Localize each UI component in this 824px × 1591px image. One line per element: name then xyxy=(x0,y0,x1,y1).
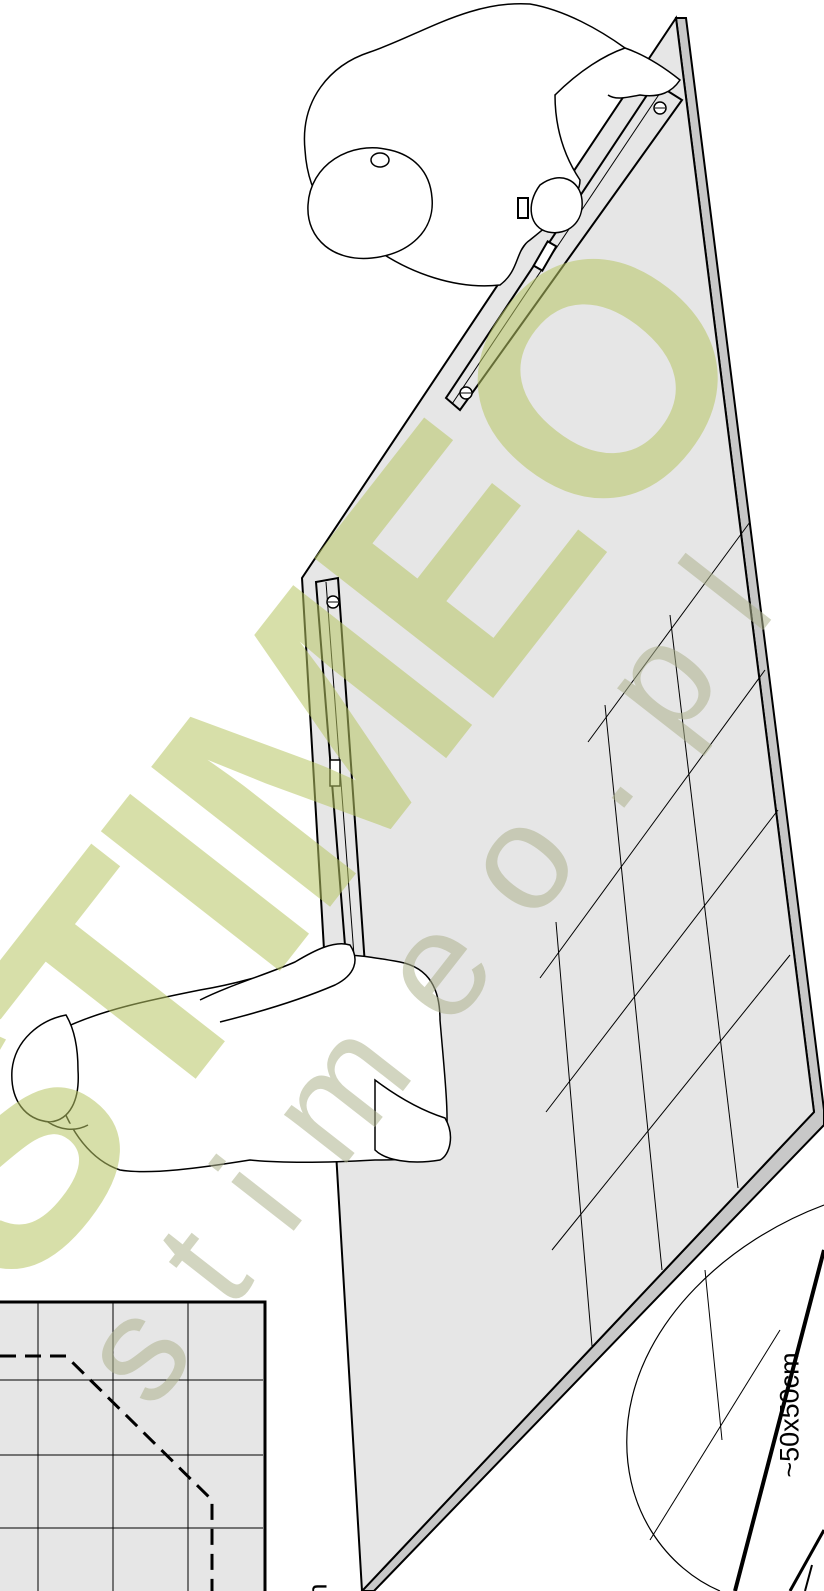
worker-top-head xyxy=(308,148,432,259)
magnifier-grid-line xyxy=(650,1330,780,1540)
worker-left-figure xyxy=(12,944,451,1172)
magnifier-grid-line xyxy=(705,1270,722,1440)
worker-top-ear xyxy=(371,153,389,167)
cut-plan-panel xyxy=(0,1302,265,1591)
cut-edge-label-fragment: n xyxy=(303,1583,334,1591)
worker-left-cap xyxy=(12,1015,78,1122)
tile-size-label: ~50x50cm xyxy=(775,1352,806,1477)
bubble-vial-icon xyxy=(330,760,340,786)
cut-plan-inset xyxy=(0,1302,265,1591)
worker-top-hand xyxy=(531,178,582,233)
wristwatch-icon xyxy=(518,198,528,218)
